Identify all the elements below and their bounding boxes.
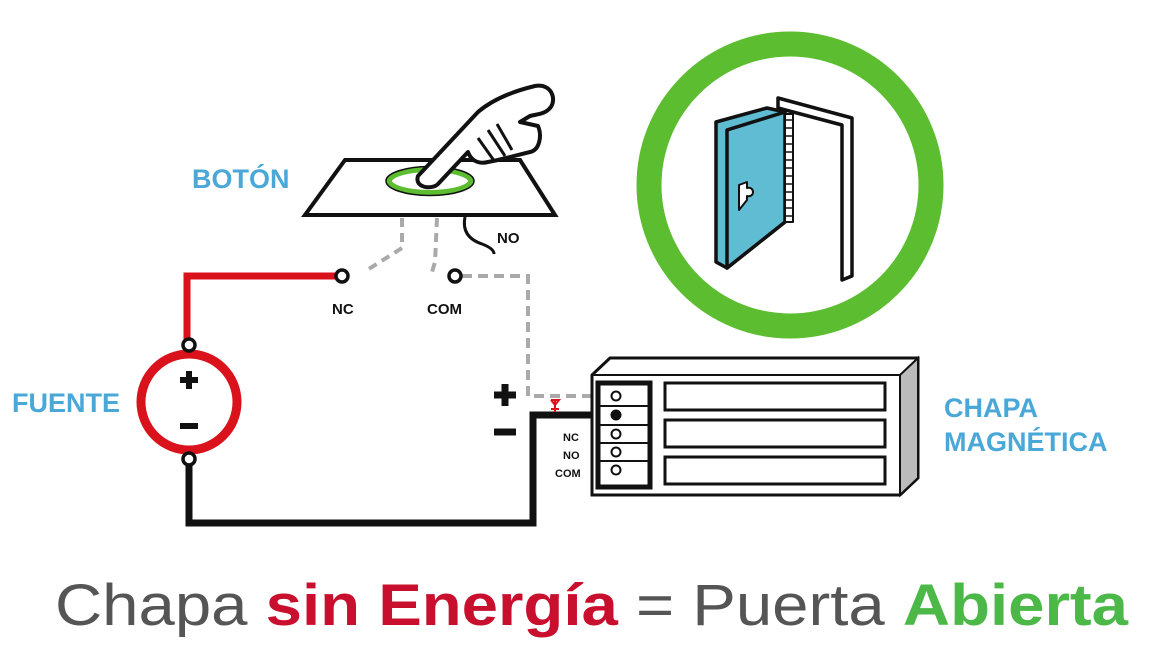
switched-wire bbox=[462, 274, 612, 398]
power-positive-terminal bbox=[181, 337, 197, 353]
terminal-screw bbox=[610, 464, 622, 476]
lock-plus-icon bbox=[494, 384, 516, 406]
caption-part3: = Puerta bbox=[618, 573, 903, 638]
terminal-block bbox=[595, 380, 653, 490]
switch-no-label: NO bbox=[497, 230, 520, 247]
lock-com-label: COM bbox=[555, 468, 581, 480]
hand-icon bbox=[415, 83, 555, 190]
switch-com-dash bbox=[430, 217, 439, 273]
power-supply bbox=[136, 349, 242, 455]
red-break-marker bbox=[550, 399, 562, 412]
terminal-screw bbox=[610, 446, 622, 458]
caption: Chapa sin Energía = Puerta Abierta bbox=[55, 573, 1129, 638]
caption-part4: Abierta bbox=[903, 573, 1129, 638]
power-supply-label: FUENTE bbox=[12, 388, 120, 418]
magnet-bar bbox=[663, 418, 887, 449]
switch-nc-dash bbox=[362, 218, 404, 274]
power-negative-terminal bbox=[181, 451, 197, 467]
plus-icon bbox=[180, 371, 198, 389]
com-terminal bbox=[447, 268, 463, 284]
magnet-bar bbox=[663, 455, 887, 486]
negative-wire bbox=[185, 411, 612, 527]
magnet-bar bbox=[663, 381, 887, 412]
switch-nc-label: NC bbox=[332, 301, 354, 318]
no-wire bbox=[462, 216, 496, 255]
terminal-screw bbox=[610, 428, 622, 440]
terminal-screw bbox=[610, 390, 622, 402]
maglock-label-line2: MAGNÉTICA bbox=[944, 426, 1108, 457]
caption-part1: Chapa bbox=[55, 573, 266, 638]
hand-fingers bbox=[476, 123, 514, 163]
switch-com-label: COM bbox=[427, 301, 462, 318]
open-door-icon bbox=[714, 96, 854, 282]
lock-no-label: NO bbox=[563, 450, 580, 462]
nc-terminal bbox=[334, 268, 350, 284]
caption-part2: sin Energía bbox=[266, 573, 619, 638]
lock-nc-label: NC bbox=[563, 432, 579, 444]
terminal-screw bbox=[610, 409, 622, 421]
button-label: BOTÓN bbox=[192, 163, 290, 194]
maglock-side bbox=[899, 355, 919, 498]
positive-wire bbox=[183, 272, 336, 345]
maglock-label-line1: CHAPA bbox=[944, 393, 1038, 423]
